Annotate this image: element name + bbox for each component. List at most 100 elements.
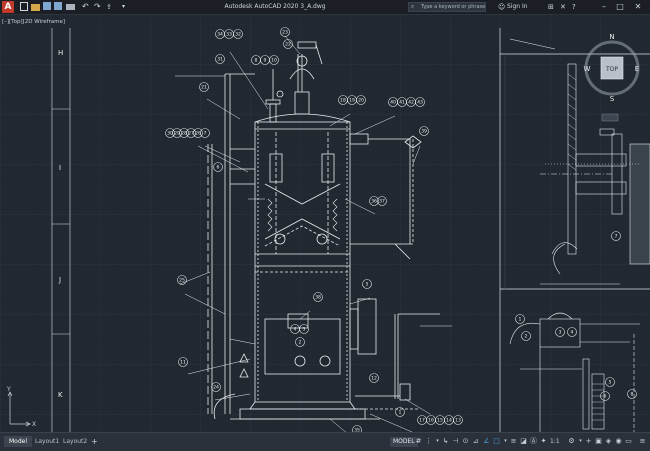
- viewcube-west: W: [584, 65, 591, 73]
- open-file-icon[interactable]: [31, 4, 40, 11]
- ucs-x-label: X: [32, 421, 36, 428]
- isolate-objects-icon[interactable]: ◉: [615, 437, 622, 445]
- drawing-area[interactable]: H I J K [–][Top][2D Wireframe]: [0, 14, 650, 445]
- svg-text:7: 7: [204, 131, 207, 137]
- svg-text:7: 7: [615, 234, 618, 240]
- svg-text:1: 1: [399, 410, 402, 416]
- svg-text:32: 32: [235, 32, 241, 38]
- ortho-mode-icon[interactable]: ⊣: [452, 437, 459, 445]
- maximize-button[interactable]: □: [616, 2, 624, 11]
- wcs-menu[interactable]: [601, 113, 619, 122]
- svg-text:18: 18: [340, 98, 346, 104]
- sign-in-link[interactable]: Sign In: [507, 3, 528, 10]
- transparency-icon[interactable]: ◪: [520, 437, 527, 445]
- tab-model[interactable]: Model: [4, 436, 33, 447]
- units-icon[interactable]: ▣: [595, 437, 602, 445]
- redo-icon[interactable]: ↷: [94, 2, 101, 11]
- infer-constraints-icon[interactable]: ↳: [442, 437, 449, 445]
- svg-text:5: 5: [609, 380, 612, 386]
- new-file-icon[interactable]: [20, 2, 28, 11]
- svg-text:15: 15: [437, 418, 443, 424]
- svg-text:30: 30: [167, 131, 173, 137]
- search-box[interactable]: ⌕ Type a keyword or phrase: [408, 2, 486, 12]
- annotation-monitor-icon[interactable]: +: [585, 437, 592, 445]
- svg-text:16: 16: [428, 418, 434, 424]
- save-icon[interactable]: [43, 2, 51, 10]
- svg-text:36: 36: [371, 199, 377, 205]
- share-icon[interactable]: ⇪: [106, 3, 112, 11]
- tab-layout1[interactable]: Layout1: [35, 438, 60, 445]
- detail-frames: [499, 28, 650, 432]
- grid-zone-labels: H I J K: [58, 49, 63, 399]
- svg-text:12: 12: [371, 376, 377, 382]
- svg-text:28: 28: [181, 131, 187, 137]
- account-icon[interactable]: ☺: [498, 3, 506, 11]
- svg-text:19: 19: [349, 98, 355, 104]
- grid-display-icon[interactable]: #: [415, 437, 422, 445]
- undo-icon[interactable]: ↶: [82, 2, 89, 11]
- close-button[interactable]: ✕: [634, 2, 642, 11]
- snap-mode-icon[interactable]: ⋮: [425, 437, 432, 445]
- svg-text:43: 43: [417, 100, 423, 106]
- svg-text:37: 37: [379, 199, 385, 205]
- drawing-canvas[interactable]: H I J K [–][Top][2D Wireframe]: [0, 14, 650, 445]
- flange-detail-drawing: [509, 312, 640, 432]
- status-bar: Model Layout1 Layout2 + MODEL # ⋮ ▾ ↳ ⊣ …: [0, 432, 650, 451]
- balloon-singles: 23 22 31 21 6 5 36 37 38 4 3 2 24 25 11 …: [177, 27, 429, 435]
- svg-text:35: 35: [354, 428, 360, 432]
- viewcube-south: S: [610, 95, 615, 103]
- svg-text:20: 20: [358, 98, 364, 104]
- tab-layout2[interactable]: Layout2: [63, 438, 88, 445]
- svg-text:29: 29: [174, 131, 180, 137]
- isodraft-icon[interactable]: ⊿: [472, 437, 479, 445]
- polar-tracking-icon[interactable]: ⊙: [462, 437, 469, 445]
- balloon-group-far-right: 40 41 42 43: [388, 97, 425, 107]
- svg-text:31: 31: [217, 57, 223, 63]
- search-input[interactable]: Type a keyword or phrase: [421, 4, 485, 10]
- graphics-performance-icon[interactable]: ▭: [625, 437, 632, 445]
- app-menu-button[interactable]: A: [2, 1, 14, 13]
- svg-text:39: 39: [421, 129, 427, 135]
- workspace-gear-icon[interactable]: ⚙: [568, 437, 575, 445]
- object-snap-tracking-icon[interactable]: ∠: [483, 437, 490, 445]
- svg-text:22: 22: [285, 42, 291, 48]
- model-space-button[interactable]: MODEL: [390, 437, 418, 447]
- viewcube[interactable]: TOP N S W E: [584, 33, 640, 103]
- add-layout-button[interactable]: +: [91, 437, 98, 446]
- save-as-icon[interactable]: [54, 2, 62, 10]
- svg-text:34: 34: [217, 32, 223, 38]
- help-icon[interactable]: ?: [572, 3, 576, 11]
- balloon-group-lower-right: 17 16 15 14 13: [417, 415, 463, 425]
- quick-access-dropdown-icon[interactable]: ▾: [122, 3, 126, 10]
- cart-icon[interactable]: ⊞: [548, 3, 554, 11]
- lineweight-icon[interactable]: ≡: [510, 437, 517, 445]
- viewport-controls-label[interactable]: [–][Top][2D Wireframe]: [2, 19, 65, 25]
- balloon-group-upper-left: 8 9 10: [251, 55, 279, 65]
- plot-icon[interactable]: [66, 4, 75, 10]
- quick-properties-icon[interactable]: ◈: [605, 437, 612, 445]
- viewcube-top-face[interactable]: [600, 56, 624, 80]
- minimize-button[interactable]: –: [602, 2, 606, 11]
- svg-text:11: 11: [180, 360, 186, 366]
- callout-balloons: 34 33 32 8 9 10 30 29 28 27 26 7: [165, 27, 463, 435]
- osnap-dropdown-icon[interactable]: ▾: [504, 438, 507, 444]
- annotation-visibility-icon[interactable]: Ⓐ: [530, 437, 537, 445]
- svg-text:14: 14: [446, 418, 452, 424]
- svg-text:3: 3: [303, 327, 306, 333]
- svg-text:17: 17: [419, 418, 425, 424]
- window-title: Autodesk AutoCAD 2020 3_A.dwg: [224, 3, 326, 10]
- balloon-group-top: 34 33 32: [215, 29, 243, 39]
- exchange-icon[interactable]: ✕: [560, 3, 566, 11]
- title-bar: A ↶ ↷ ⇪ ▾ Autodesk AutoCAD 2020 3_A.dwg …: [0, 0, 650, 15]
- svg-text:13: 13: [455, 418, 461, 424]
- snap-dropdown-icon[interactable]: ▾: [436, 438, 439, 444]
- customization-menu-icon[interactable]: ≡: [639, 437, 646, 445]
- workspace-dropdown-icon[interactable]: ▾: [579, 438, 582, 444]
- annotation-scale[interactable]: 1:1: [550, 438, 560, 445]
- object-snap-icon[interactable]: □: [493, 437, 500, 445]
- svg-text:21: 21: [201, 85, 207, 91]
- dynamic-ucs-icon[interactable]: ✦: [540, 437, 547, 445]
- zone-label-j: J: [58, 276, 61, 284]
- svg-text:8: 8: [255, 58, 258, 64]
- svg-text:9: 9: [264, 58, 267, 64]
